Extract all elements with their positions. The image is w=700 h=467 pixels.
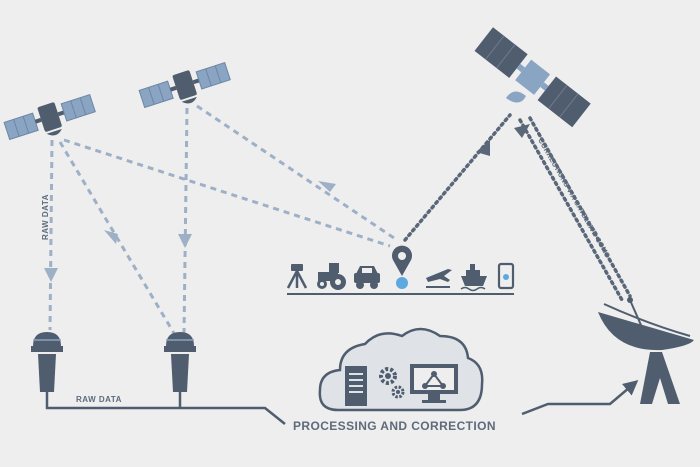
arrowhead <box>514 124 530 138</box>
signal-line <box>48 139 54 331</box>
output-path <box>521 380 639 416</box>
position-dot <box>396 277 408 289</box>
uplink-line <box>403 113 512 242</box>
raw-data-path <box>45 392 286 425</box>
signal-line <box>182 107 189 335</box>
correction-arrowheads <box>476 124 530 156</box>
gnss-receiver-icon <box>164 332 196 392</box>
signal-arrowheads <box>44 181 336 282</box>
processing-label: PROCESSING AND CORRECTION <box>293 419 496 433</box>
car-icon <box>354 266 380 289</box>
smartphone-icon <box>497 262 515 290</box>
processing-cloud <box>318 327 484 412</box>
satellite-dish-small-icon <box>506 91 526 103</box>
satellite-dish-icon <box>598 297 694 404</box>
satellite-icon <box>138 61 231 109</box>
raw-data-connections <box>45 380 639 425</box>
server-icon <box>345 366 367 406</box>
arrowhead <box>104 230 118 244</box>
ship-icon <box>460 264 487 292</box>
gears-icon <box>379 367 405 399</box>
monitor-network-icon <box>410 364 458 403</box>
raw-data-vertical-label: RAW DATA <box>41 194 50 240</box>
signal-line <box>63 138 391 248</box>
arrowhead <box>178 234 192 248</box>
raw-data-horizontal-label: RAW DATA <box>76 395 122 404</box>
signal-line <box>196 104 395 240</box>
gnss-receiver-icon <box>31 332 63 392</box>
survey-tripod-icon <box>286 264 308 289</box>
tractor-icon <box>317 263 346 290</box>
downlink-line-a <box>518 118 624 302</box>
airplane-icon <box>426 269 452 288</box>
arrowhead <box>44 268 58 282</box>
location-pin-icon <box>392 245 412 289</box>
communications-satellite-icon <box>474 27 591 128</box>
user-devices <box>286 245 515 295</box>
downlink-line-b <box>528 116 632 298</box>
corrections-label: CORRECTIONS VIA SATELLITE COMS <box>536 138 610 260</box>
gnss-signal-lines <box>48 104 395 336</box>
arrowhead <box>476 140 490 156</box>
signal-line <box>58 141 177 336</box>
arrowhead <box>318 181 336 192</box>
satellite-icon <box>3 93 96 141</box>
correction-lines <box>403 113 632 302</box>
